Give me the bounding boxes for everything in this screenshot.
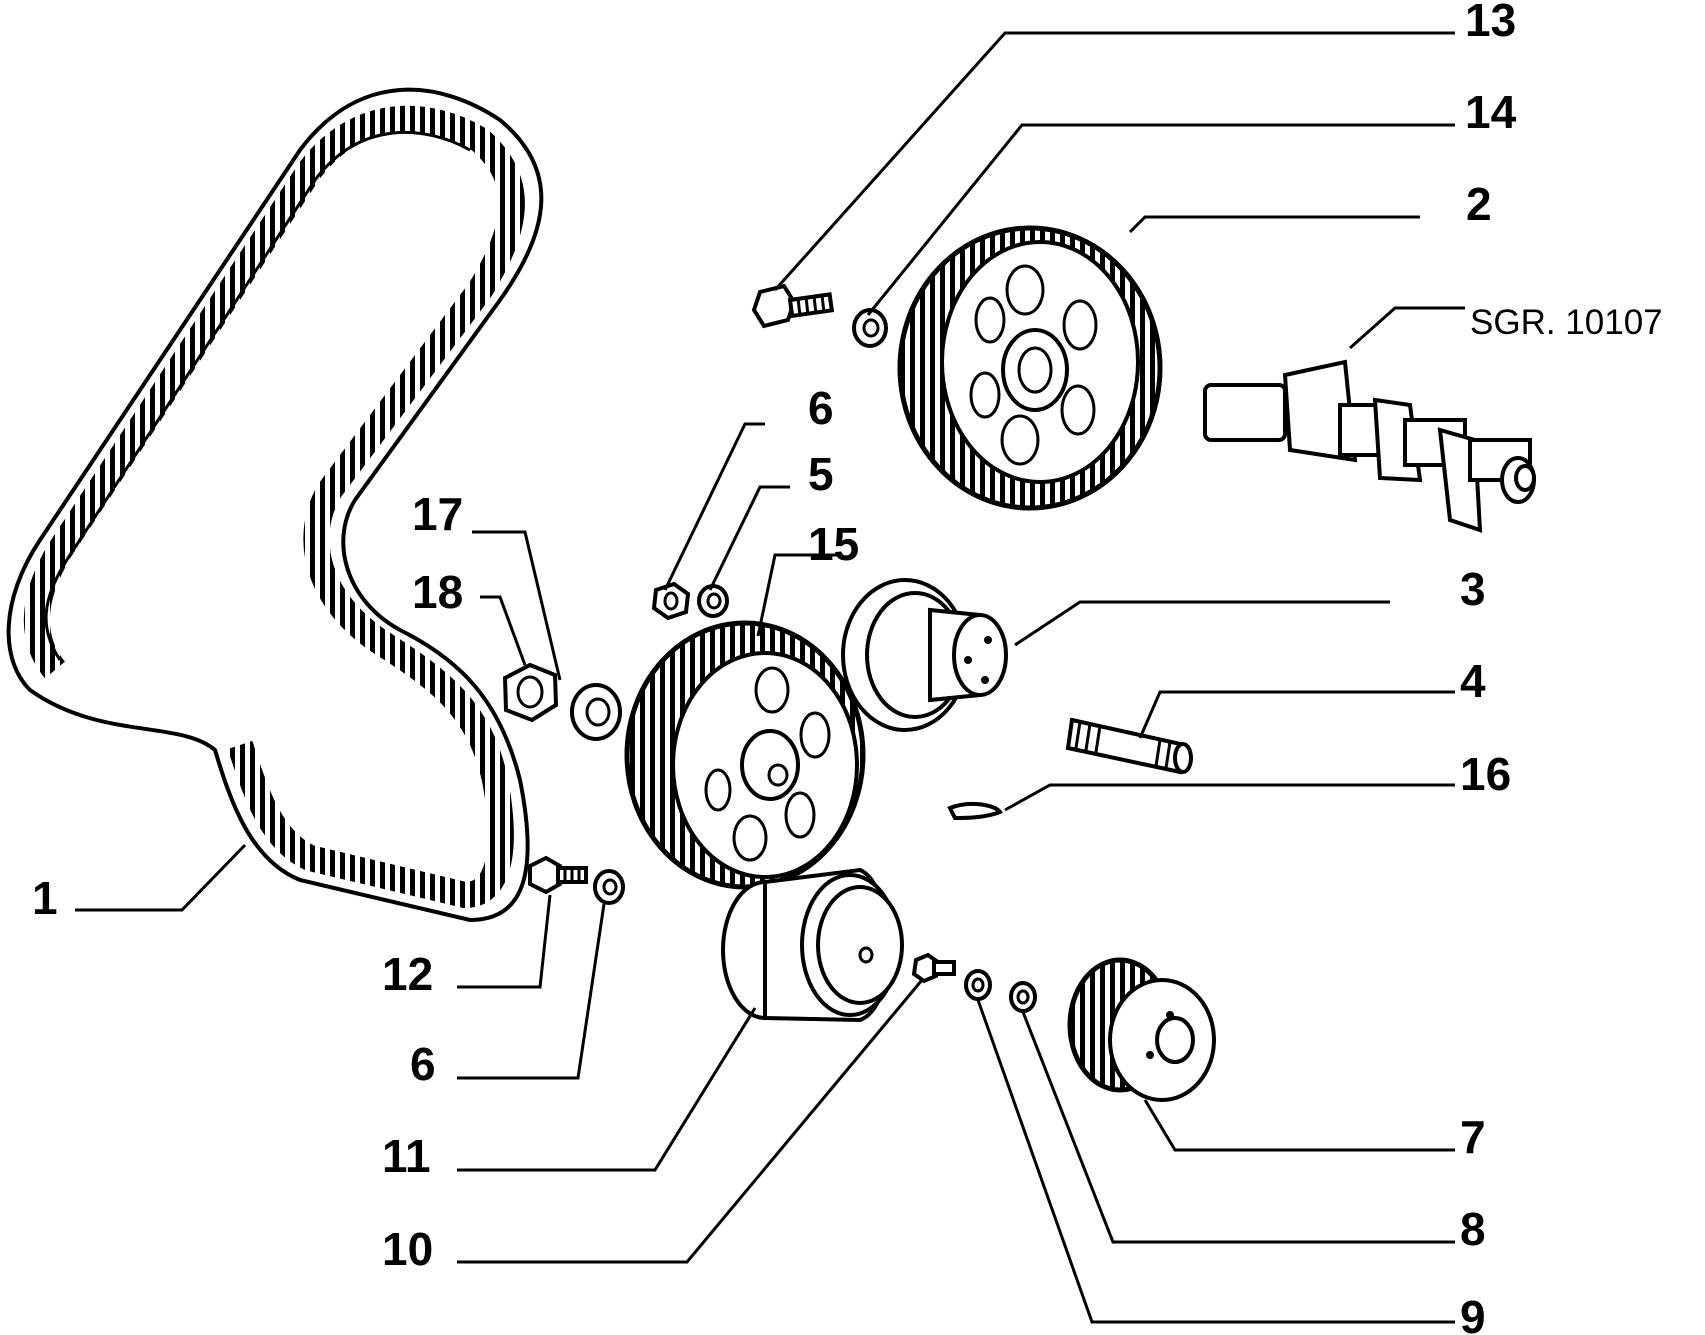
callout-4: 4: [1460, 655, 1486, 707]
callout-5: 5: [808, 448, 834, 500]
nut-6-upper: [651, 581, 691, 621]
callout-labels: 13 14 2 SGR. 10107 6 5 17 15 18 3 4 16 1…: [32, 0, 1663, 1335]
callout-13: 13: [1465, 0, 1516, 46]
washer-14: [852, 308, 888, 348]
callout-2: 2: [1466, 178, 1492, 230]
callout-14: 14: [1465, 86, 1517, 138]
washer-5: [697, 584, 729, 618]
callout-1: 1: [32, 872, 58, 924]
bolt-13: [751, 283, 835, 329]
callout-10: 10: [382, 1223, 433, 1275]
bolt-10: [911, 952, 956, 984]
washer-8: [1009, 981, 1037, 1013]
washer-6-lower: [593, 869, 625, 905]
spacer-17: [570, 683, 622, 741]
callout-6-lower: 6: [410, 1038, 436, 1090]
leader-lines: [75, 31, 1465, 1324]
washer-9: [964, 969, 992, 1001]
stud-4: [1065, 717, 1193, 775]
injection-pump-pulley-15: [624, 620, 866, 890]
callout-17: 17: [412, 488, 463, 540]
callout-12: 12: [382, 948, 433, 1000]
callout-16: 16: [1460, 748, 1511, 800]
callout-3: 3: [1460, 563, 1486, 615]
camshaft-pulley-2: [897, 225, 1163, 511]
nut-18: [502, 662, 559, 723]
callout-18: 18: [412, 566, 463, 618]
crankshaft-pulley-7: [1067, 957, 1216, 1102]
callout-9: 9: [1460, 1291, 1486, 1335]
idler-roller-11: [721, 867, 904, 1023]
callout-6-upper: 6: [808, 382, 834, 434]
callout-11: 11: [382, 1130, 431, 1182]
bolt-12: [528, 855, 588, 895]
sgr-reference-label: SGR. 10107: [1470, 303, 1663, 342]
callout-15: 15: [808, 518, 859, 570]
key-16: [947, 801, 1004, 821]
tensioner-3: [841, 578, 1008, 732]
timing-belt: [6, 87, 544, 923]
camshaft-reference: [1203, 359, 1536, 533]
callout-8: 8: [1460, 1203, 1486, 1255]
callout-7: 7: [1460, 1111, 1486, 1163]
